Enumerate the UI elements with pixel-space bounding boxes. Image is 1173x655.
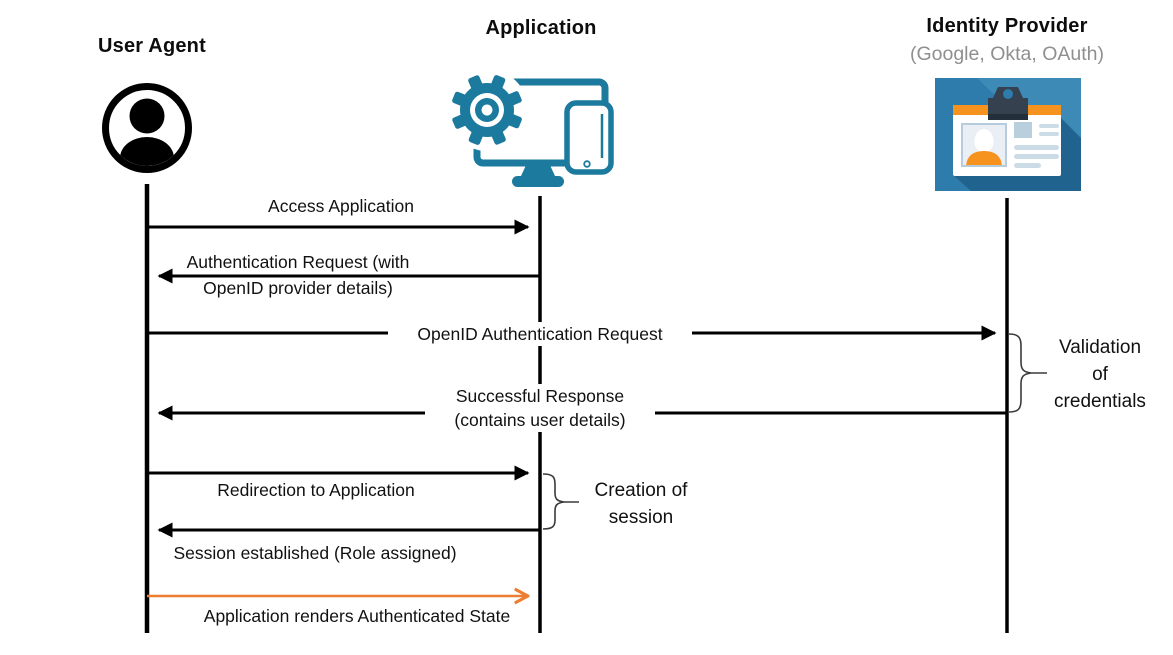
message-label-access-application: Access Application [268,196,414,216]
actor-title-application: Application [485,17,597,39]
brace-creation-of-session [542,473,579,530]
actor-subtitle-identity-provider: (Google, Okta, OAuth) [909,43,1104,65]
application-devices-icon [450,69,614,187]
message-label-redirection-to-application: Redirection to Application [217,480,415,500]
message-label-successful-response: Successful Response (contains user detai… [425,384,655,432]
actor-title-identity-provider: Identity Provider [926,15,1088,37]
message-label-session-established: Session established (Role assigned) [173,543,457,563]
message-label-authentication-request: Authentication Request (with OpenID prov… [186,252,410,298]
id-card-icon [935,78,1081,191]
brace-validation-of-credentials [1008,333,1047,413]
message-label-openid-authentication-request: OpenID Authentication Request [388,322,692,346]
user-icon [102,83,192,173]
annotation-validation-of-credentials: Validation of credentials [1054,337,1146,412]
annotation-creation-of-session: Creation of session [594,480,688,528]
message-label-renders-authenticated-state: Application renders Authenticated State [203,606,511,626]
actor-title-user-agent: User Agent [98,35,206,57]
